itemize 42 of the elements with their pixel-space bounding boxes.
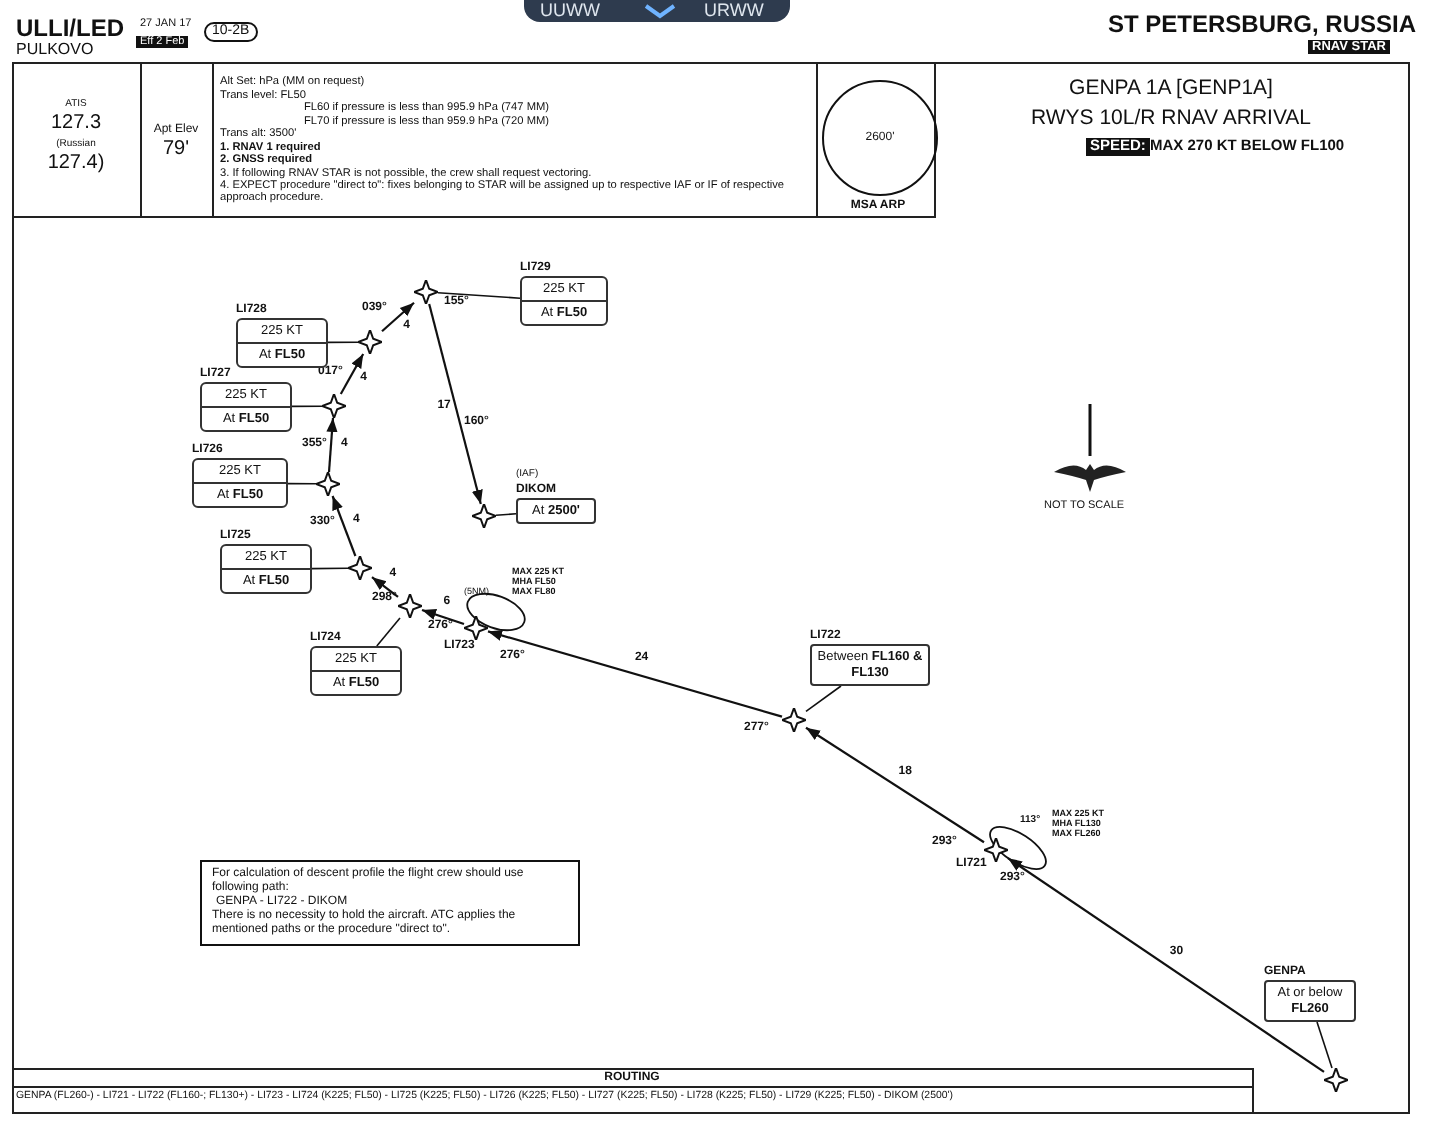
route-arrow: [371, 576, 399, 598]
leader-line: [1316, 1021, 1333, 1069]
msa-circle: [822, 80, 938, 196]
route-arrow: [487, 629, 783, 718]
waypoint-symbol: [348, 556, 372, 580]
route-arrow: [381, 301, 415, 333]
location-title: ST PETERSBURG, RUSSIA: [1105, 12, 1416, 40]
route-arrow: [339, 353, 365, 395]
route-arrow: [428, 303, 483, 505]
airport-code: ULLI/LED: [16, 16, 124, 42]
waypoint-symbol: [358, 330, 382, 354]
leader-line: [495, 513, 517, 516]
note-box: [200, 860, 580, 946]
waypoint-symbol: [414, 280, 438, 304]
leader-line: [437, 292, 521, 299]
leader-line: [311, 567, 349, 570]
leader-line: [287, 482, 317, 485]
procedure-title: RWYS 10L/R RNAV ARRIVAL: [1028, 106, 1314, 131]
airport-code: UUWW: [540, 0, 600, 21]
procedure-title: GENPA 1A [GENP1A]: [1067, 76, 1275, 101]
route-arrow: [326, 417, 338, 473]
waypoint-symbol: [322, 394, 346, 418]
waypoint-symbol: [782, 708, 806, 732]
leader-line: [376, 617, 401, 647]
leader-line: [805, 685, 842, 713]
waypoint-symbol: [472, 504, 496, 528]
waypoint-symbol: [984, 838, 1008, 862]
airport-name: PULKOVO: [16, 40, 94, 59]
route-arrow: [805, 726, 985, 844]
frequency-value: 127.3: [48, 112, 104, 135]
waypoint-symbol: [464, 616, 488, 640]
waypoint-symbol: [1324, 1068, 1348, 1092]
route-arrow: [421, 608, 465, 626]
waypoint-symbol: [398, 594, 422, 618]
route-arrow: [331, 495, 357, 557]
route-arrow: [1007, 857, 1325, 1073]
frequency-value: 127.4): [45, 152, 107, 175]
leader-line: [291, 405, 323, 408]
waypoint-symbol: [316, 472, 340, 496]
leader-line: [327, 341, 359, 344]
airport-code: URWW: [704, 0, 764, 21]
elevation-value: 79': [160, 138, 192, 161]
